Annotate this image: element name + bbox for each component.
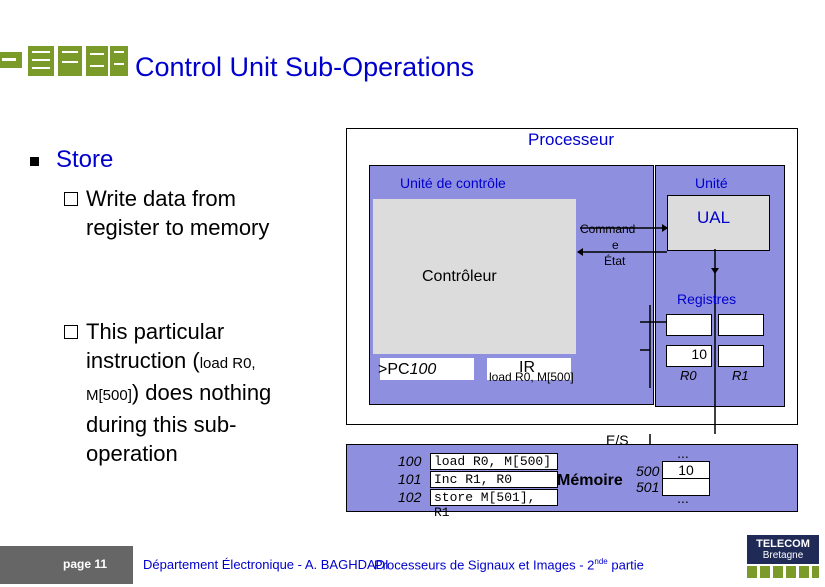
logo-text-bretagne: Bretagne: [762, 550, 804, 561]
bullet2-line4: during this sub-: [86, 412, 237, 437]
mem-cell-ellipsis-top: ...: [677, 445, 689, 461]
alu-box: [667, 195, 770, 251]
register-r1: [718, 345, 764, 367]
registers-label: Registres: [677, 291, 737, 307]
bullet1-line1: Write data from: [86, 186, 236, 211]
bullet1-line2: register to memory: [86, 215, 270, 240]
mem-row-100: load R0, M[500]: [430, 453, 558, 470]
page-number: page 11: [63, 557, 108, 571]
footer-course: Processeurs de Signaux et Images - 2nde …: [374, 557, 644, 572]
mem-addr-501: 501: [636, 479, 660, 495]
bullet1-text: Write data from register to memory: [86, 184, 269, 242]
bullet2-line3b: ) does nothing: [131, 380, 272, 405]
register-top-left: [666, 314, 712, 336]
register-r0: 10: [666, 345, 712, 367]
mem-row-102: store M[501], R1: [430, 489, 558, 520]
footer-page-box: [0, 546, 133, 584]
logo-glyph-strip: [747, 566, 819, 578]
store-heading: Store: [56, 146, 114, 173]
mem-addr-100: 100: [398, 453, 422, 469]
pc-value: 100: [409, 361, 437, 378]
unit-label: Unité: [695, 175, 728, 191]
bullet2-line1: This particular: [86, 319, 225, 344]
checkbox-bullet-icon: [64, 325, 78, 339]
mem-addr-500: 500: [636, 463, 660, 479]
controller-box: [373, 199, 576, 354]
register-top-right: [718, 314, 764, 336]
mem-addr-101: 101: [398, 471, 422, 487]
mem-addr-102: 102: [398, 489, 422, 505]
state-label: État: [604, 254, 626, 268]
pc-text: >PC100: [378, 361, 437, 378]
ir-label: IR: [519, 359, 535, 376]
telecom-bretagne-logo: TELECOM Bretagne: [747, 535, 819, 581]
command-label-2: e: [612, 238, 619, 252]
footer-course-prefix: Processeurs de Signaux et Images - 2: [374, 557, 595, 573]
bullet-square-icon: [30, 157, 39, 166]
pc-register: [380, 358, 474, 380]
mem-cell-501: [662, 478, 710, 496]
diagram-connectors: [577, 224, 719, 446]
register-r0-value: 10: [691, 346, 707, 362]
checkbox-bullet-icon: [64, 192, 78, 206]
bullet2-line2b: load R0,: [199, 355, 256, 372]
pc-label: PC: [387, 361, 410, 378]
slide-title: Control Unit Sub-Operations: [135, 52, 475, 82]
bullet2-line2a: instruction (: [86, 348, 200, 373]
bullet2-line3a: M[500]: [86, 387, 132, 404]
alu-label: UAL: [697, 208, 731, 227]
mem-cell-ellipsis-bottom: ...: [677, 490, 689, 506]
register-r1-name: R1: [732, 368, 749, 383]
mem-row-101: Inc R1, R0: [430, 471, 558, 488]
memory-label: Mémoire: [557, 472, 623, 489]
memory-band: [346, 444, 798, 512]
footer-course-suffix: partie: [607, 557, 644, 573]
mem-cell-500: 10: [662, 461, 710, 479]
footer-author: Département Électronique - A. BAGHDADI: [143, 557, 389, 572]
control-unit-label: Unité de contrôle: [400, 175, 506, 191]
controller-label: Contrôleur: [422, 268, 497, 285]
ir-value: load R0, M[500]: [489, 370, 574, 384]
bullet2-text: This particular instruction (load R0, M[…: [86, 317, 271, 468]
command-label: Command: [580, 222, 636, 236]
school-logo: [0, 46, 128, 76]
footer-course-sup: nde: [594, 557, 608, 566]
register-r0-name: R0: [680, 368, 697, 383]
bullet2-line2: instruction (load R0,: [86, 346, 271, 378]
logo-text-telecom: TELECOM: [756, 538, 810, 550]
bullet2-line3: M[500]) does nothing: [86, 378, 271, 410]
ir-register: [487, 358, 571, 380]
processor-label: Processeur: [528, 130, 614, 149]
bullet2-line5: operation: [86, 441, 178, 466]
